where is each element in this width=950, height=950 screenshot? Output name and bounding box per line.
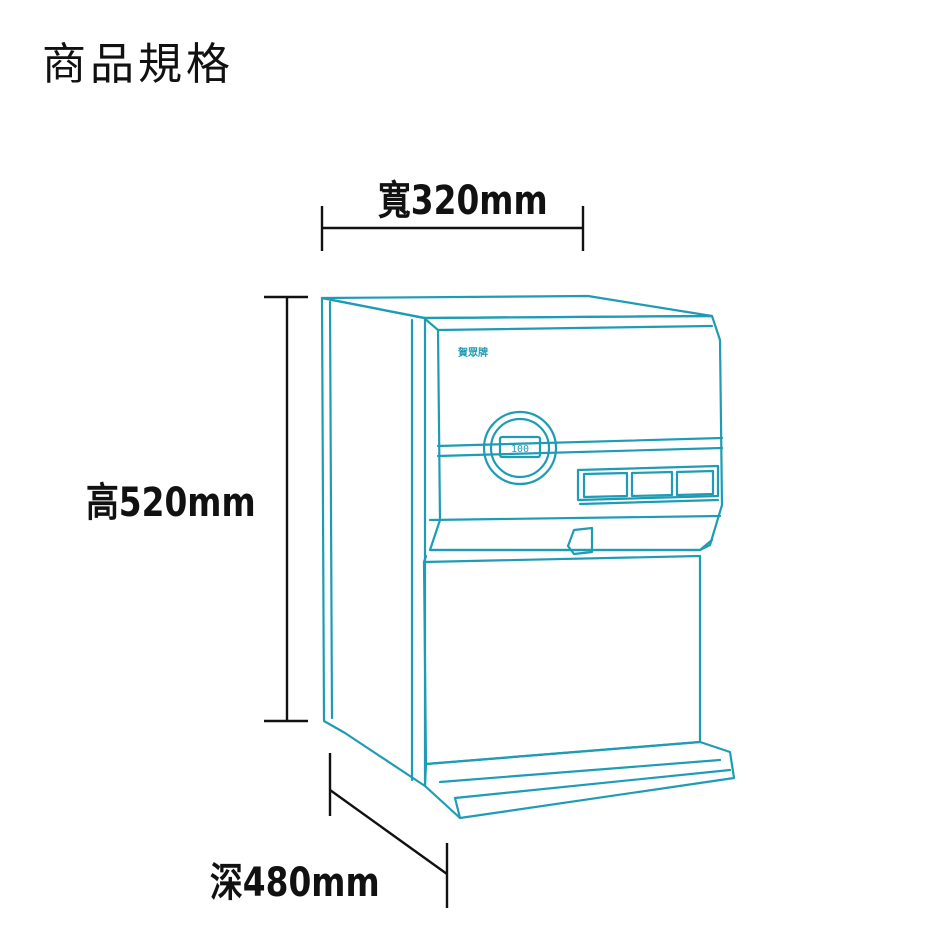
width-dimension-label: 寬320mm <box>378 178 548 224</box>
depth-dimension-label: 深480mm <box>210 860 380 906</box>
page-title: 商品規格 <box>42 39 234 90</box>
display-value: 100 <box>511 444 529 455</box>
width-dimension-line <box>320 206 585 251</box>
height-dimension-line <box>264 295 308 723</box>
water-dispenser-outline <box>320 294 736 820</box>
depth-dimension-line <box>328 753 449 908</box>
height-dimension-label: 高520mm <box>86 480 256 526</box>
brand-logo-text: 賀眾牌 <box>457 346 488 359</box>
brand-logo: 賀眾牌 <box>457 346 488 359</box>
